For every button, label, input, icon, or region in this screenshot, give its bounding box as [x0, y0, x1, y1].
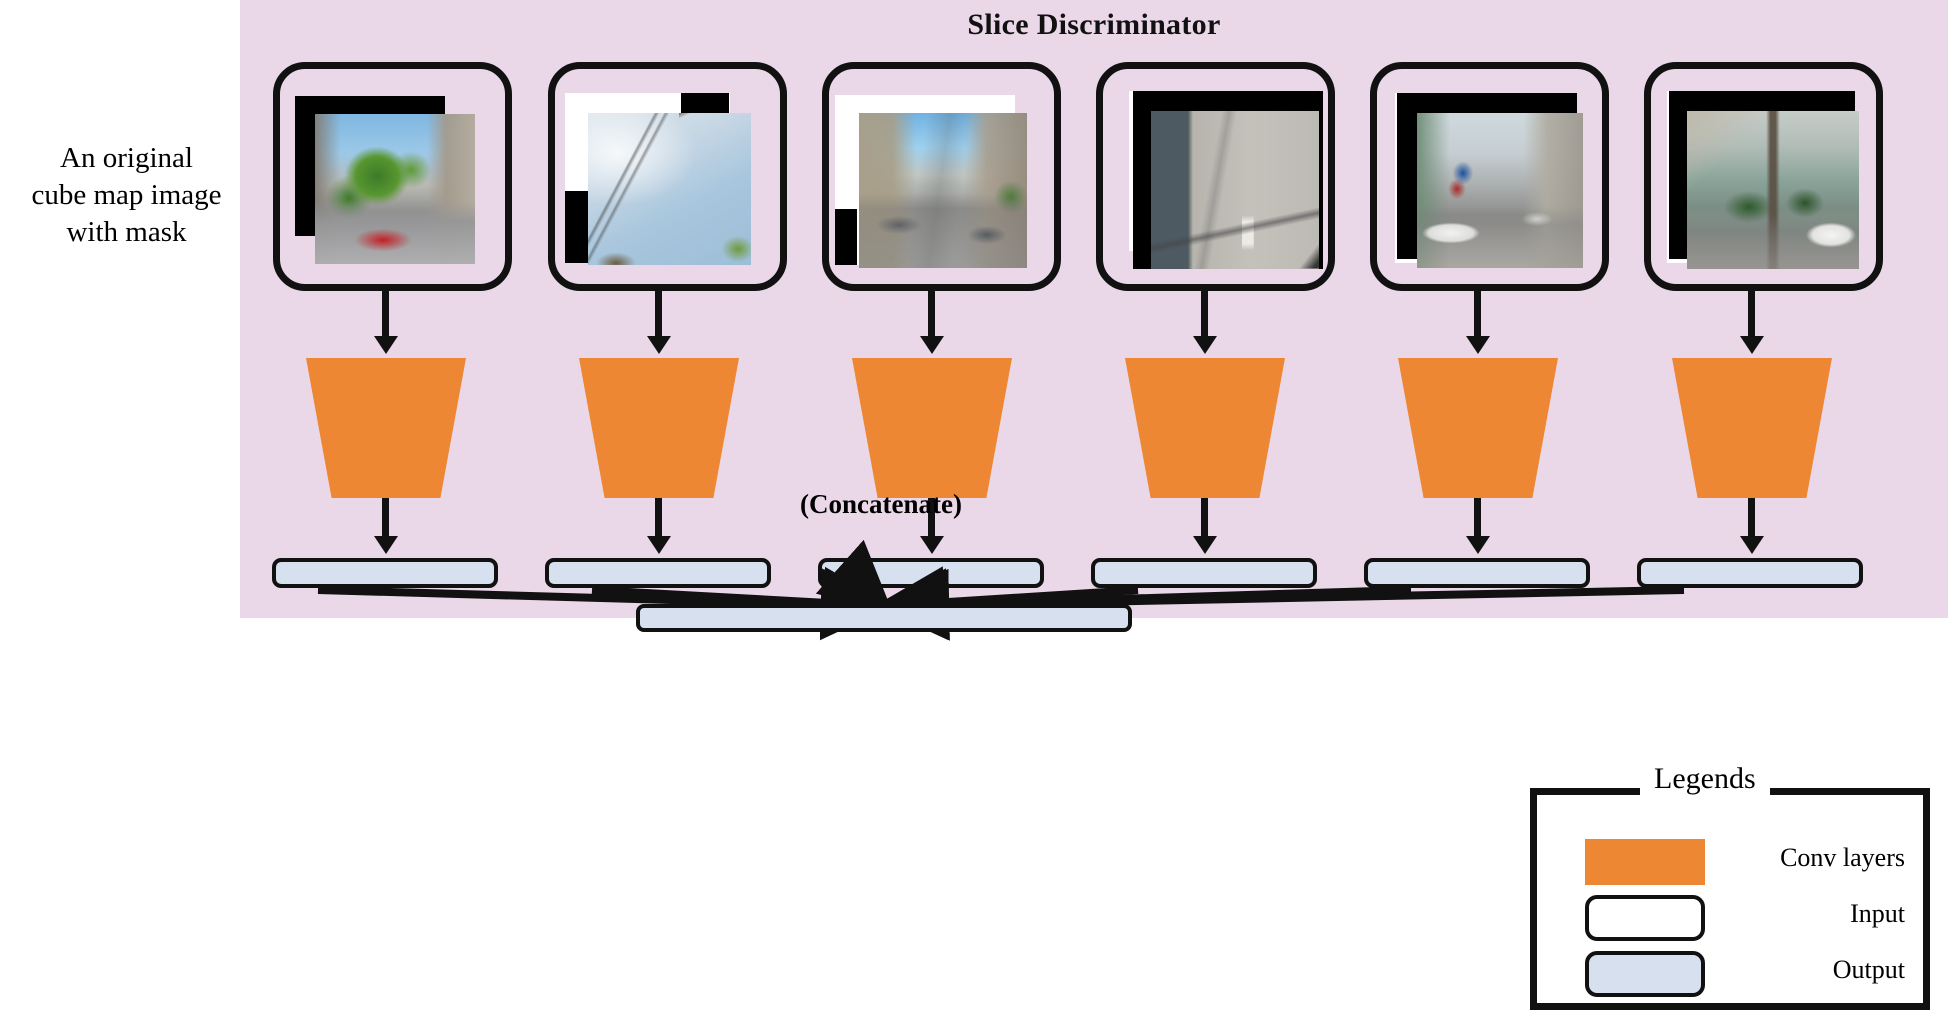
- conv-layers-2[interactable]: [579, 358, 739, 498]
- conv-layers-1[interactable]: [306, 358, 466, 498]
- arrow-input-to-conv-1: [382, 288, 389, 338]
- slice-discriminator-panel: [240, 0, 1948, 618]
- input-caption: An original cube map image with mask: [14, 140, 239, 251]
- branch-output-2[interactable]: [545, 558, 771, 588]
- input-caption-line-3: with mask: [66, 216, 187, 249]
- legend-swatch-conv-layers: [1585, 839, 1705, 885]
- branch-output-6[interactable]: [1637, 558, 1863, 588]
- arrow-conv-to-output-5: [1474, 498, 1481, 538]
- cube-face-input-6[interactable]: [1644, 62, 1883, 291]
- branch-output-5[interactable]: [1364, 558, 1590, 588]
- branch-output-4[interactable]: [1091, 558, 1317, 588]
- arrow-conv-to-output-6: [1748, 498, 1755, 538]
- cube-face-input-3[interactable]: [822, 62, 1061, 291]
- legend-row-input: Input: [1585, 895, 1905, 943]
- cube-face-input-1[interactable]: [273, 62, 512, 291]
- concatenated-output[interactable]: [636, 604, 1132, 632]
- arrow-input-to-conv-4: [1201, 288, 1208, 338]
- conv-layers-6[interactable]: [1672, 358, 1832, 498]
- arrow-input-to-conv-6: [1748, 288, 1755, 338]
- arrow-conv-to-output-2: [655, 498, 662, 538]
- branch-output-3[interactable]: [818, 558, 1044, 588]
- input-caption-line-1: An original: [60, 142, 193, 174]
- panel-title: Slice Discriminator: [967, 8, 1221, 41]
- legend-label-output: Output: [1832, 955, 1905, 984]
- cube-face-input-2[interactable]: [548, 62, 787, 291]
- arrow-conv-to-output-3: [928, 498, 935, 538]
- cube-face-input-4[interactable]: [1096, 62, 1335, 291]
- arrow-conv-to-output-1: [382, 498, 389, 538]
- cube-face-photo-4: [1151, 111, 1319, 269]
- cube-face-photo-6: [1687, 111, 1859, 269]
- input-caption-line-2: cube map image: [31, 179, 222, 212]
- legend-row-conv: Conv layers: [1585, 839, 1905, 887]
- arrow-input-to-conv-5: [1474, 288, 1481, 338]
- conv-layers-4[interactable]: [1125, 358, 1285, 498]
- branch-output-1[interactable]: [272, 558, 498, 588]
- mask-patch-3: [835, 209, 857, 265]
- conv-layers-3[interactable]: [852, 358, 1012, 498]
- arrow-input-to-conv-2: [655, 288, 662, 338]
- legend-row-output: Output: [1585, 951, 1905, 999]
- legend-swatch-output: [1585, 951, 1705, 997]
- arrow-input-to-conv-3: [928, 288, 935, 338]
- cube-face-photo-2: [588, 113, 751, 265]
- concatenate-label: (Concatenate): [800, 489, 962, 519]
- cube-face-input-5[interactable]: [1370, 62, 1609, 291]
- cube-face-photo-1: [315, 114, 475, 264]
- arrow-conv-to-output-4: [1201, 498, 1208, 538]
- cube-face-photo-3: [859, 113, 1027, 268]
- conv-layers-5[interactable]: [1398, 358, 1558, 498]
- legend-label-input: Input: [1850, 899, 1905, 928]
- legend-label-conv-layers: Conv layers: [1780, 843, 1905, 872]
- legend-box: Conv layers Input Output: [1530, 788, 1930, 1010]
- cube-face-photo-5: [1417, 113, 1583, 268]
- legend-title: Legends: [1640, 762, 1770, 796]
- legend-swatch-input: [1585, 895, 1705, 941]
